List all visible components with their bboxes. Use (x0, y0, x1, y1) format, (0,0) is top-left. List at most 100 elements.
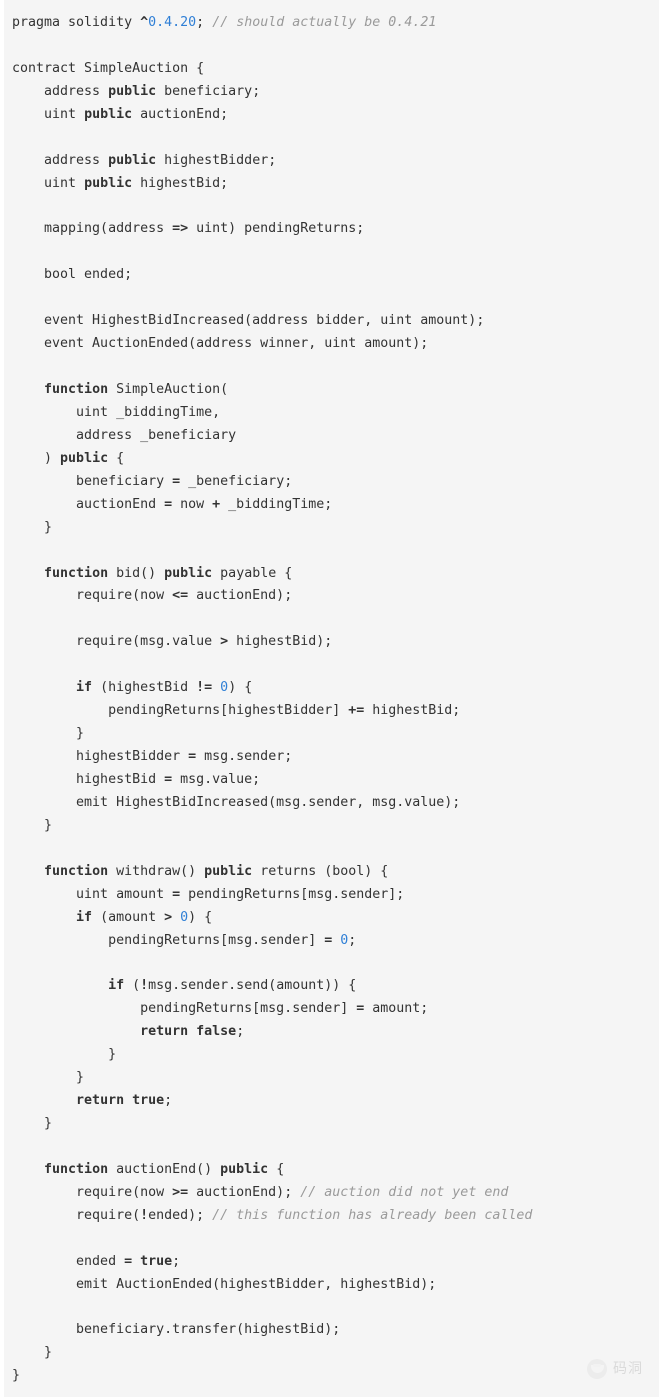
code-token-kw: public (204, 863, 253, 879)
code-token-pl: amount; (364, 1001, 429, 1017)
code-token-pl: auctionEnd); (188, 1184, 301, 1200)
code-token-pl: ) { (188, 909, 213, 925)
code-line: auctionEnd = now + _biddingTime; (12, 494, 659, 517)
code-line: ​ (12, 952, 659, 975)
code-token-pl: msg.sender.send(amount)) { (148, 978, 357, 994)
code-line: } (12, 723, 659, 746)
code-token-pl: require(msg.value (12, 634, 221, 650)
code-token-pl: bid() (108, 565, 165, 581)
code-token-kw: public (164, 565, 213, 581)
code-token-pl (12, 1024, 140, 1039)
code-token-op: = (164, 496, 173, 512)
code-token-cm: // should actually be 0.4.21 (212, 15, 437, 30)
code-token-pl: ) (12, 450, 61, 466)
code-line: ​ (12, 196, 659, 219)
code-token-pl (12, 1162, 44, 1177)
code-line: mapping(address => uint) pendingReturns; (12, 218, 659, 241)
code-token-pl (12, 382, 44, 397)
code-line: return true; (12, 1090, 659, 1113)
code-line: ​ (12, 608, 659, 631)
code-token-pl (172, 910, 180, 925)
code-token-pl (188, 1024, 196, 1039)
code-token-pl: highestBidder (12, 749, 189, 764)
code-line: ​ (12, 356, 659, 379)
code-token-kw: public (60, 450, 109, 466)
code-token-pl: auctionEnd (12, 496, 165, 512)
code-token-pl: contract SimpleAuction { (12, 60, 205, 76)
code-token-pl: SimpleAuction( (108, 382, 229, 397)
code-line: require(msg.value > highestBid); (12, 631, 659, 654)
code-token-pl: ) { (228, 680, 253, 696)
code-line: uint _biddingTime, (12, 402, 659, 425)
code-line: ​ (12, 838, 659, 861)
code-line: ​ (12, 287, 659, 310)
code-token-pl: } (12, 817, 53, 833)
code-token-op: = (172, 886, 181, 902)
code-line: pragma solidity ^0.4.20; // should actua… (12, 12, 659, 35)
code-line: ​ (12, 127, 659, 150)
code-line: function auctionEnd() public { (12, 1159, 659, 1182)
code-token-kw: if (76, 909, 93, 925)
code-token-pl: auctionEnd; (132, 106, 229, 122)
code-line: event AuctionEnded(address winner, uint … (12, 333, 659, 356)
code-token-kw: function (44, 565, 109, 581)
code-token-cm: // this function has already been called (212, 1207, 533, 1223)
code-token-kw: return (140, 1024, 189, 1040)
code-token-pl: _beneficiary; (180, 473, 293, 489)
code-line: beneficiary.transfer(highestBid); (12, 1319, 659, 1342)
code-token-op: ^ (140, 15, 149, 30)
code-token-op: ! (140, 978, 149, 994)
code-token-pl: returns (bool) { (252, 863, 389, 879)
code-token-op: = (164, 771, 173, 787)
code-token-pl: pragma solidity (12, 15, 141, 30)
code-line: if (!msg.sender.send(amount)) { (12, 975, 659, 998)
code-line: require(now <= auctionEnd); (12, 585, 659, 608)
code-token-pl: require( (12, 1207, 141, 1223)
code-line: address public beneficiary; (12, 81, 659, 104)
code-token-pl: emit HighestBidIncreased(msg.sender, msg… (12, 794, 461, 810)
code-token-cm: // auction did not yet end (300, 1184, 509, 1200)
code-token-pl: pendingReturns[highestBidder] (12, 703, 349, 719)
code-line: function SimpleAuction( (12, 379, 659, 402)
code-token-pl: highestBid; (364, 703, 461, 719)
code-token-kw: function (44, 382, 109, 397)
code-token-pl: bool ended; (12, 267, 133, 283)
code-token-kw: public (84, 175, 133, 191)
code-line: } (12, 1067, 659, 1090)
code-token-op: += (348, 703, 365, 719)
code-token-kw: public (108, 83, 157, 99)
code-line: ended = true; (12, 1251, 659, 1274)
code-token-num: 0 (180, 909, 189, 925)
code-token-pl: payable { (212, 565, 293, 581)
code-token-pl: now (172, 496, 213, 512)
code-line: if (amount > 0) { (12, 907, 659, 930)
code-token-pl: beneficiary; (156, 83, 261, 99)
code-token-kw: true (140, 1253, 173, 1269)
code-token-pl: } (12, 1047, 117, 1063)
source-code[interactable]: pragma solidity ^0.4.20; // should actua… (12, 12, 659, 1388)
code-token-pl (12, 978, 108, 993)
code-token-op: = (172, 473, 181, 489)
code-token-op: = (356, 1001, 365, 1017)
code-token-pl (12, 864, 44, 879)
code-line: bool ended; (12, 264, 659, 287)
code-token-pl: ended); (148, 1207, 213, 1223)
code-token-pl: event AuctionEnded(address winner, uint … (12, 336, 429, 352)
code-token-pl: { (108, 450, 125, 466)
code-token-op: = (324, 932, 333, 948)
code-token-pl: uint amount (12, 886, 173, 902)
code-token-pl: ; (196, 15, 205, 30)
code-token-pl (12, 910, 76, 925)
code-line: function bid() public payable { (12, 563, 659, 586)
code-line: pendingReturns[highestBidder] += highest… (12, 700, 659, 723)
code-token-pl: mapping(address (12, 221, 173, 237)
code-line: ​ (12, 1136, 659, 1159)
code-line: pendingReturns[msg.sender] = 0; (12, 930, 659, 953)
code-token-kw: public (84, 106, 133, 122)
code-line: ​ (12, 1297, 659, 1320)
code-line: ) public { (12, 448, 659, 471)
code-token-pl: address (12, 83, 109, 99)
code-line: } (12, 517, 659, 540)
code-token-pl: ended (12, 1253, 125, 1269)
